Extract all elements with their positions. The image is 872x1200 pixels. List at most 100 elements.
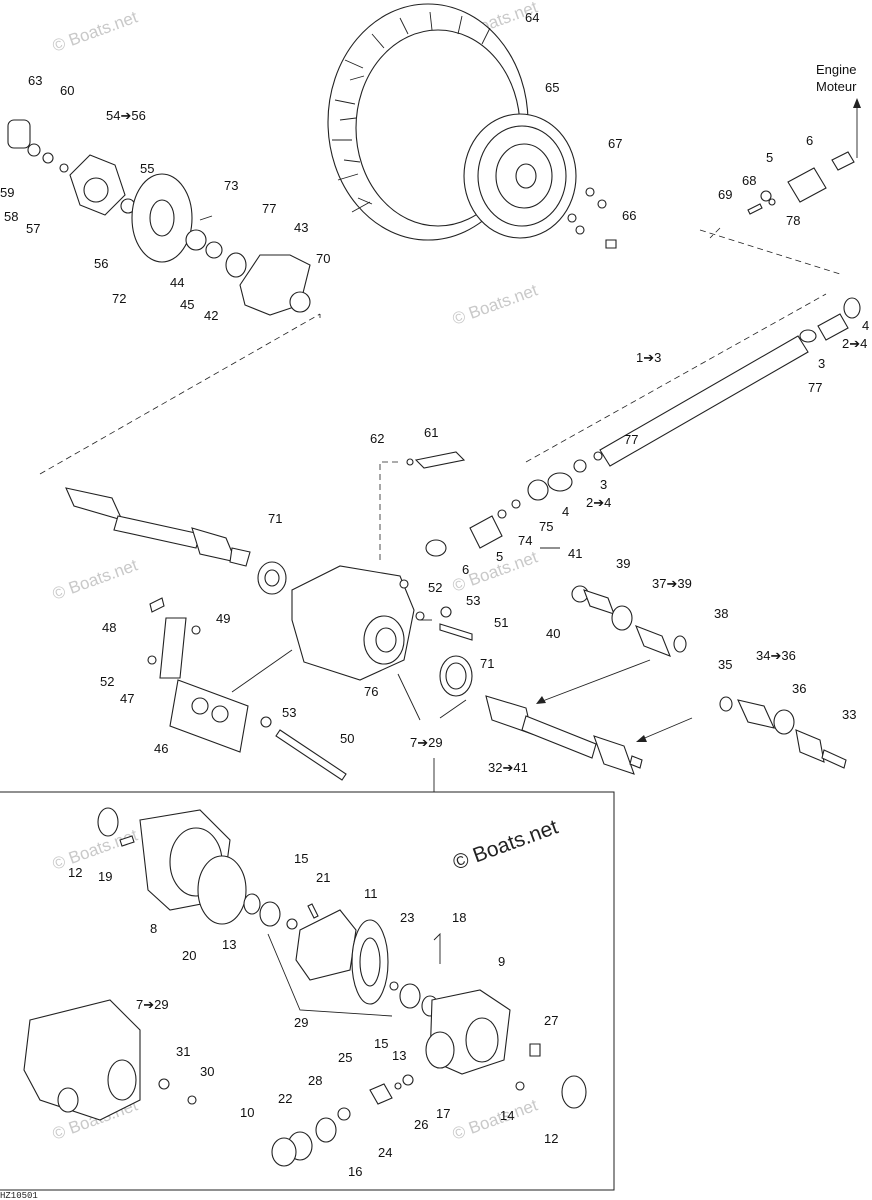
part-label: 15	[374, 1036, 388, 1051]
part-label: 15	[294, 851, 308, 866]
differential-internals-illustration	[23, 807, 587, 1167]
part-label: 19	[98, 869, 112, 884]
part-label: 45	[180, 297, 194, 312]
part-label: 17	[436, 1106, 450, 1121]
part-label: 46	[154, 741, 168, 756]
part-label: 4	[862, 318, 869, 333]
part-label: 6	[462, 562, 469, 577]
part-label: 41	[568, 546, 582, 561]
mounting-bracket-illustration	[147, 597, 347, 781]
part-label: 7➔29	[410, 735, 443, 750]
part-label: 78	[786, 213, 800, 228]
part-label: 29	[294, 1015, 308, 1030]
part-label: 55	[140, 161, 154, 176]
part-label: 66	[622, 208, 636, 223]
part-label: 13	[392, 1048, 406, 1063]
leader-lines	[39, 227, 841, 1017]
part-label: 18	[452, 910, 466, 925]
part-label: 43	[294, 220, 308, 235]
part-label: 22	[278, 1091, 292, 1106]
part-label: 9	[498, 954, 505, 969]
part-label: 5	[496, 549, 503, 564]
part-label: 13	[222, 937, 236, 952]
part-label: 76	[364, 684, 378, 699]
watermark: © Boats.net	[450, 280, 540, 328]
part-label: 69	[718, 187, 732, 202]
engine-coupling-illustration: Engine Moteur	[567, 62, 861, 249]
part-label: 50	[340, 731, 354, 746]
differential-housing-illustration	[291, 451, 473, 697]
part-label: 72	[112, 291, 126, 306]
part-label: 16	[348, 1164, 362, 1179]
part-label: 26	[414, 1117, 428, 1132]
tire-rim-illustration	[327, 3, 577, 241]
part-label: 73	[224, 178, 238, 193]
engine-label-en: Engine	[816, 62, 856, 77]
part-label: 59	[0, 185, 14, 200]
part-label: 60	[60, 83, 74, 98]
part-label: 75	[539, 519, 553, 534]
detail-frame	[0, 758, 615, 1191]
part-label: 49	[216, 611, 230, 626]
part-label: 14	[500, 1108, 514, 1123]
part-label: 32➔41	[488, 760, 528, 775]
part-label: 64	[525, 10, 539, 25]
part-label: 77	[808, 380, 822, 395]
part-label: 71	[480, 656, 494, 671]
part-label: 10	[240, 1105, 254, 1120]
part-label: 12	[544, 1131, 558, 1146]
part-label: 4	[562, 504, 569, 519]
part-label: 27	[544, 1013, 558, 1028]
part-label: 38	[714, 606, 728, 621]
part-label: 70	[316, 251, 330, 266]
part-label: 53	[466, 593, 480, 608]
part-label: 51	[494, 615, 508, 630]
part-label: 2➔4	[586, 495, 611, 510]
part-label: 40	[546, 626, 560, 641]
part-label: 56	[94, 256, 108, 271]
part-label: 42	[204, 308, 218, 323]
part-label: 63	[28, 73, 42, 88]
part-label: 48	[102, 620, 116, 635]
part-label: 61	[424, 425, 438, 440]
part-label: 12	[68, 865, 82, 880]
part-label: 11	[364, 886, 378, 901]
part-label: 34➔36	[756, 648, 796, 663]
part-label: 39	[616, 556, 630, 571]
part-label: 30	[200, 1064, 214, 1079]
drawing-code: HZ10501	[0, 1191, 38, 1200]
watermark: © Boats.net	[450, 1095, 540, 1143]
part-label: 20	[182, 948, 196, 963]
part-label: 54➔56	[106, 108, 146, 123]
part-label: 6	[806, 133, 813, 148]
part-label: 52	[428, 580, 442, 595]
part-label: 37➔39	[652, 576, 692, 591]
left-drive-axle-illustration	[65, 487, 287, 595]
part-label: 57	[26, 221, 40, 236]
part-label: 5	[766, 150, 773, 165]
part-label: 8	[150, 921, 157, 936]
part-label: 24	[378, 1145, 392, 1160]
part-label: 62	[370, 431, 384, 446]
right-drive-axle-illustration	[485, 585, 847, 775]
part-label: 21	[316, 870, 330, 885]
part-label: 68	[742, 173, 756, 188]
part-label: 65	[545, 80, 559, 95]
part-label: 3	[818, 356, 825, 371]
part-label: 28	[308, 1073, 322, 1088]
part-label: 77	[262, 201, 276, 216]
part-label: 2➔4	[842, 336, 867, 351]
part-label: 23	[400, 910, 414, 925]
part-label: 33	[842, 707, 856, 722]
part-label: 44	[170, 275, 184, 290]
engine-label-fr: Moteur	[816, 79, 857, 94]
watermark: © Boats.net	[50, 555, 140, 603]
part-labels: 6465636054➔56557377437059585756724445426…	[0, 10, 869, 1179]
part-label: 1➔3	[636, 350, 661, 365]
hub-brake-illustration	[7, 119, 311, 316]
watermark: © Boats.net	[50, 825, 140, 873]
watermark-main: © Boats.net	[450, 815, 561, 874]
part-label: 74	[518, 533, 532, 548]
watermark: © Boats.net	[50, 7, 140, 55]
